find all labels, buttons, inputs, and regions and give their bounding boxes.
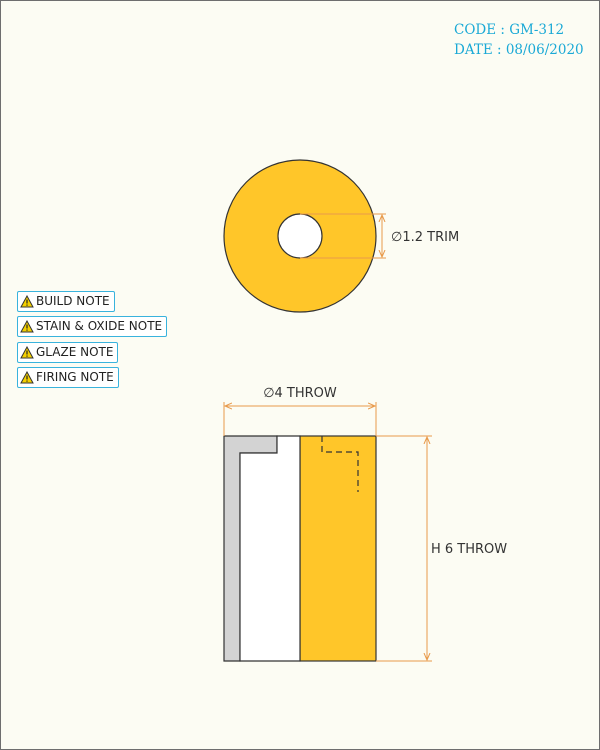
throw-width-label: ∅4 THROW (263, 386, 337, 401)
drawing-code: CODE : GM-312 (454, 22, 565, 38)
build-note-button[interactable]: BUILD NOTE (17, 291, 115, 312)
drawing-date: DATE : 08/06/2020 (454, 42, 584, 58)
top-view: ∅1.2 TRIM (223, 159, 459, 313)
throw-height-label: H 6 THROW (431, 542, 507, 557)
warning-icon (20, 371, 34, 384)
note-label: BUILD NOTE (36, 294, 110, 308)
top-view-trim-hole (277, 213, 323, 259)
trim-dimension-label: ∅1.2 TRIM (391, 230, 459, 245)
note-label: GLAZE NOTE (36, 345, 114, 359)
hidden-edge-line (321, 436, 359, 492)
note-label: FIRING NOTE (36, 370, 114, 384)
note-label: STAIN & OXIDE NOTE (36, 319, 163, 333)
warning-icon (20, 346, 34, 359)
title-block: CODE : GM-312 DATE : 08/06/2020 (454, 20, 584, 60)
side-view: ∅4 THROW H 6 THROW (223, 386, 507, 662)
side-view-exterior (299, 435, 377, 662)
glaze-note-button[interactable]: GLAZE NOTE (17, 342, 119, 363)
warning-icon (20, 320, 34, 333)
side-view-interior (239, 435, 301, 662)
warning-icon (20, 295, 34, 308)
firing-note-button[interactable]: FIRING NOTE (17, 367, 119, 388)
stain-oxide-note-button[interactable]: STAIN & OXIDE NOTE (17, 316, 168, 337)
